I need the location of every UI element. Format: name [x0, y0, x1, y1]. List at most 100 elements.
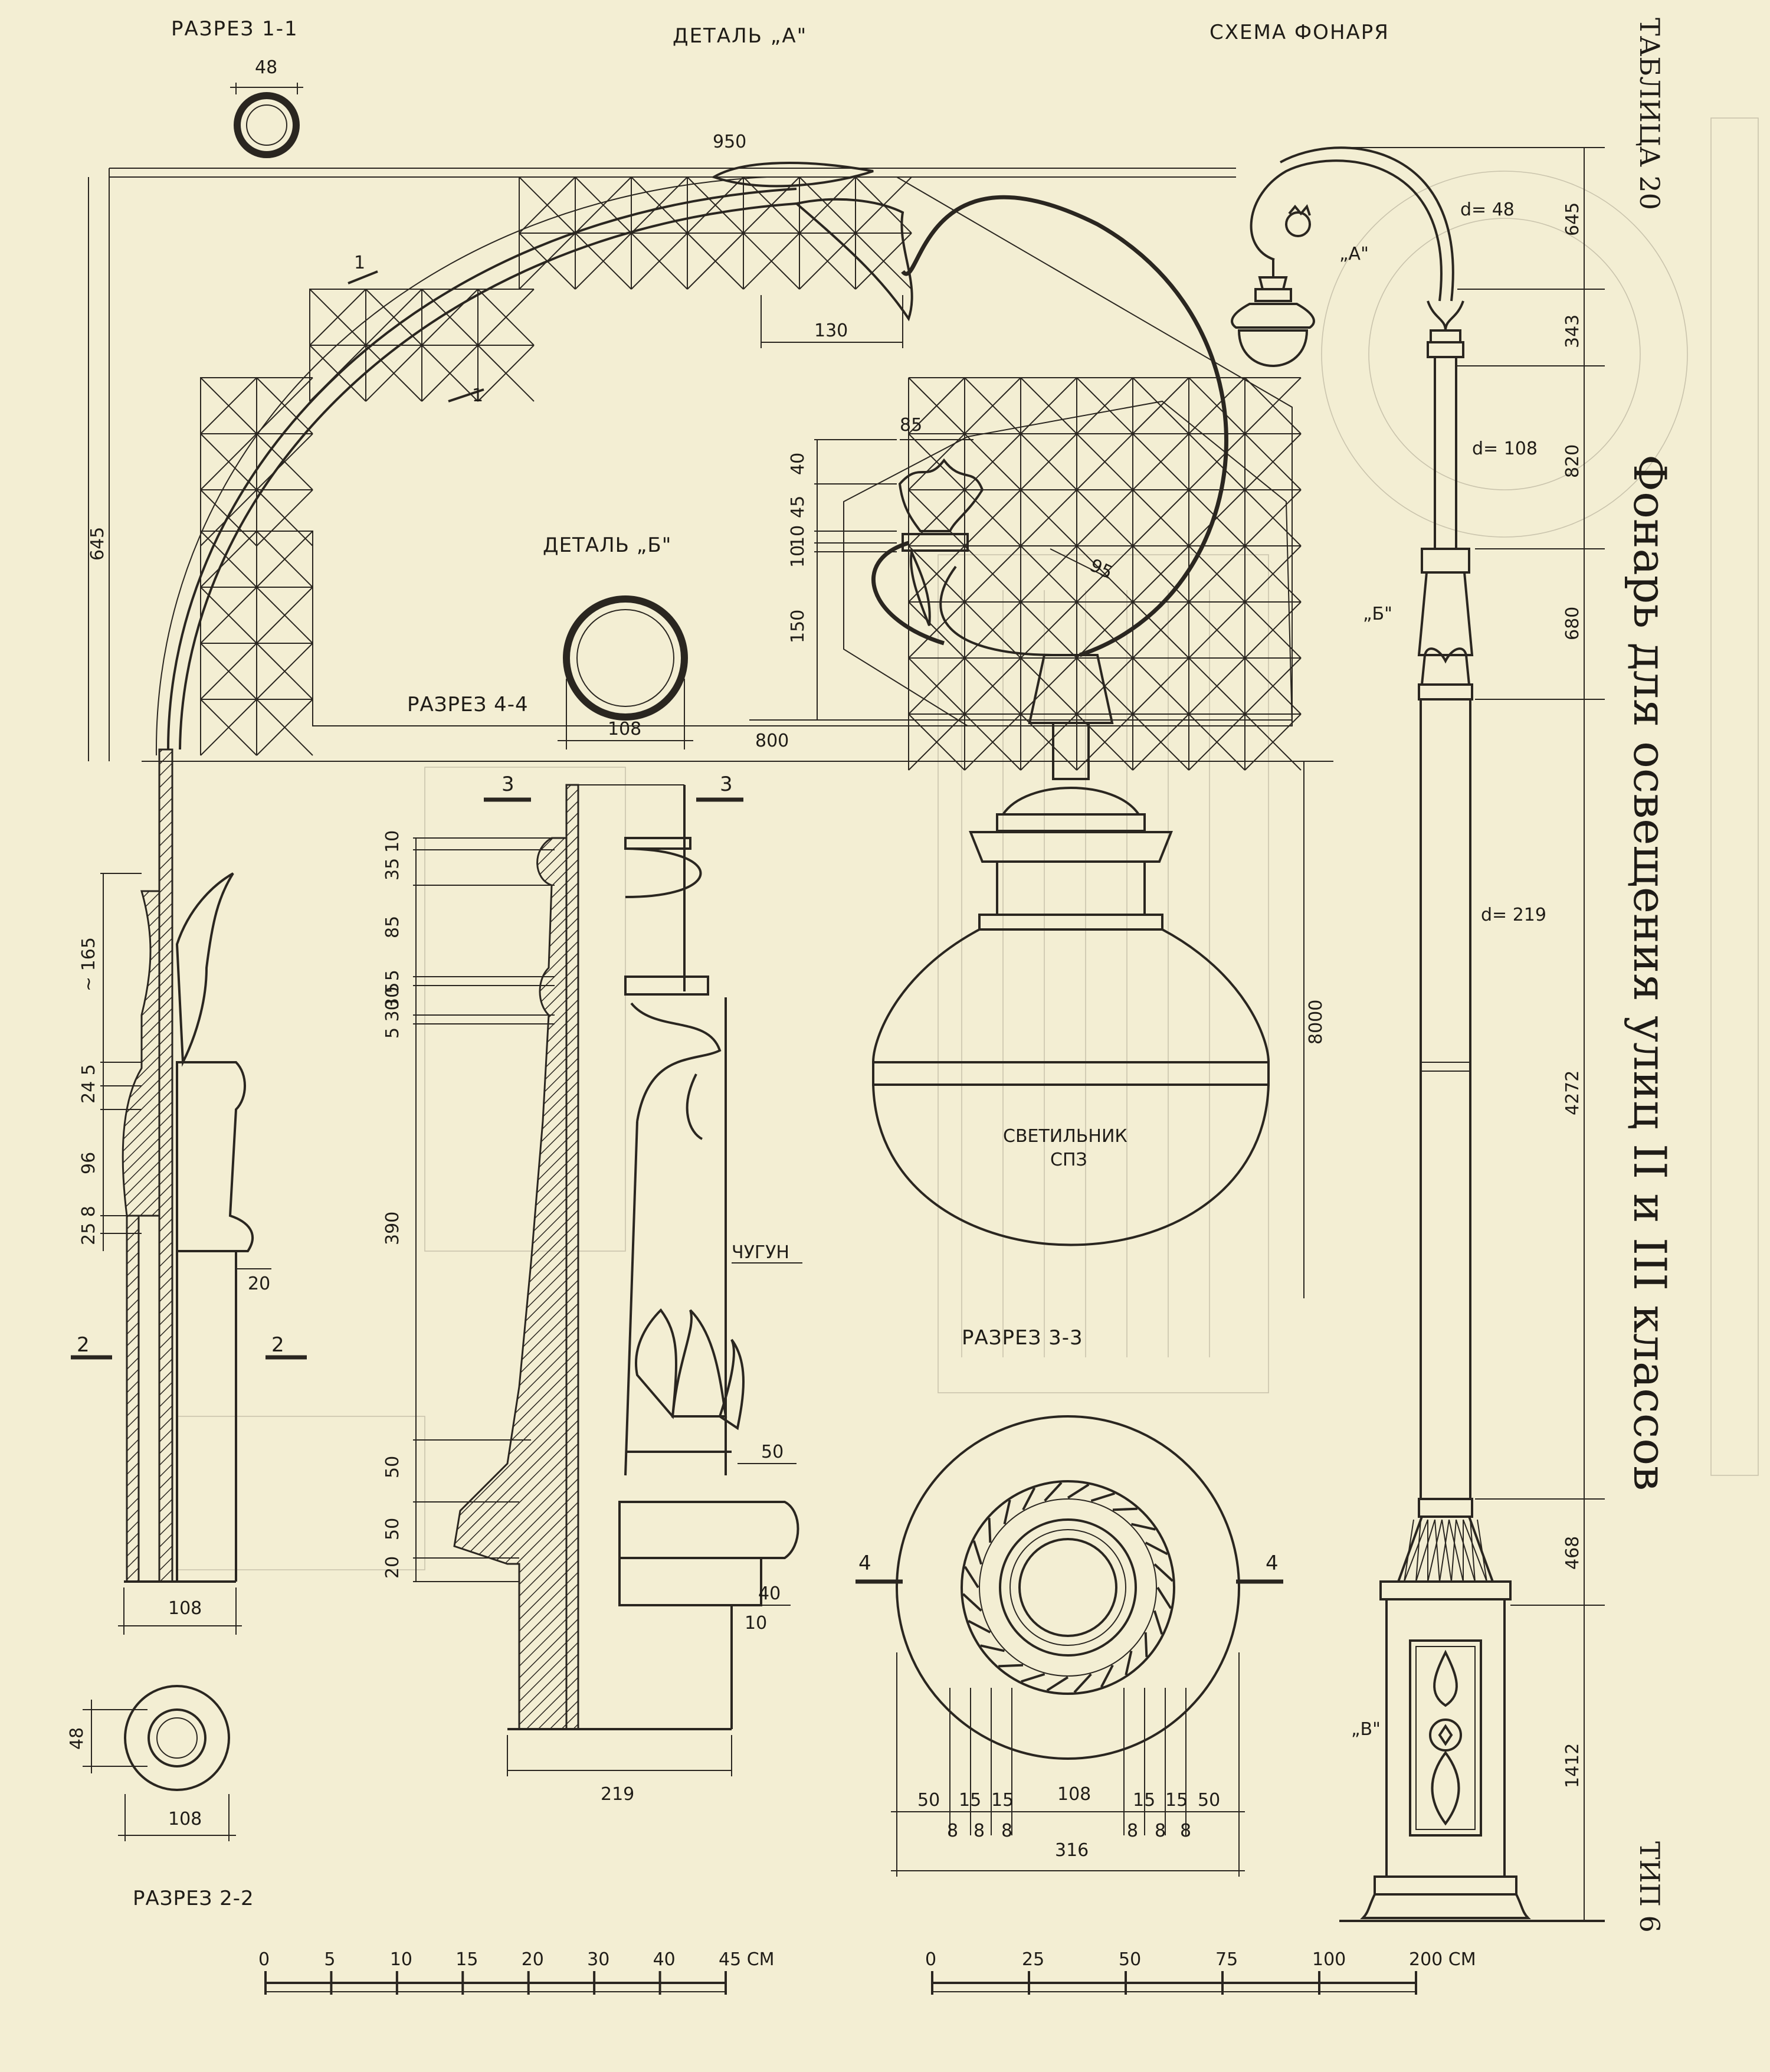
- grid-line: [256, 531, 313, 588]
- luminaire-label-2: СПЗ: [1050, 1150, 1087, 1170]
- dim-r-8a: 8: [947, 1821, 958, 1841]
- grid-line: [968, 1619, 991, 1634]
- table-label: ТАБЛИЦА 20: [1634, 18, 1666, 210]
- material-label: ЧУГУН: [732, 1242, 789, 1263]
- dim-8000: 8000: [1306, 1000, 1326, 1045]
- dim-left-20: 20: [248, 1274, 270, 1294]
- cut-mark-2-right: 2: [271, 1333, 285, 1357]
- grid-line: [1020, 545, 1077, 603]
- grid-line: [1073, 1673, 1092, 1694]
- grid-line: [1244, 657, 1302, 715]
- grid-line: [1076, 377, 1133, 434]
- grid-line: [1090, 1492, 1115, 1503]
- section-3-3-title: РАЗРЕЗ 3-3: [962, 1326, 1083, 1350]
- grid-line: [743, 233, 800, 290]
- dim-r-50a: 50: [917, 1790, 940, 1811]
- type-label: ТИП 6: [1634, 1841, 1666, 1933]
- grid-line: [256, 587, 313, 644]
- dim-tube-48: 48: [255, 57, 277, 78]
- grid-line: [365, 345, 422, 402]
- scale-tick-label: 40: [653, 1949, 676, 1970]
- grid-line: [1132, 545, 1189, 603]
- grid-line: [972, 1540, 983, 1565]
- cut-mark-1-top: 1: [354, 253, 365, 273]
- dim-s-680: 680: [1562, 607, 1583, 640]
- grid-line: [365, 289, 422, 346]
- grid-line: [964, 601, 1021, 659]
- detail-b-title: ДЕТАЛЬ „Б": [543, 533, 671, 557]
- grid-line: [1125, 1651, 1133, 1675]
- dim-w-219: 219: [601, 1784, 634, 1805]
- grid-line: [1067, 1483, 1090, 1499]
- scale-tick-label: 100: [1312, 1949, 1346, 1970]
- grid-line: [477, 289, 535, 346]
- grid-line: [256, 699, 313, 756]
- dim-r-8c: 8: [1001, 1821, 1012, 1841]
- scale-tick-label: 20: [522, 1949, 544, 1970]
- base-lattice: [1404, 1519, 1487, 1582]
- section-1-1-title: РАЗРЕЗ 1-1: [171, 17, 299, 41]
- dim-left-108: 108: [168, 1598, 202, 1619]
- dim-b-40: 40: [788, 453, 808, 475]
- scale-tick-label: 50: [1119, 1949, 1141, 1970]
- grid-line: [687, 176, 744, 234]
- grid-line: [1020, 433, 1077, 490]
- grid-line: [1112, 1507, 1138, 1511]
- grid-line: [963, 1566, 979, 1589]
- grid-line: [1463, 1519, 1487, 1582]
- dim-s-468: 468: [1562, 1536, 1583, 1570]
- section-2-2-drawing: 48 108: [67, 1685, 236, 1841]
- grid-line: [1448, 1519, 1464, 1582]
- dim-r-8f: 8: [1180, 1821, 1191, 1841]
- dim-r-316: 316: [1055, 1840, 1089, 1861]
- grid-line: [1153, 1610, 1163, 1635]
- grid-line: [1244, 601, 1302, 659]
- grid-line: [200, 377, 257, 434]
- dim-left-24-5: 24 5: [78, 1064, 99, 1104]
- grid-line: [1020, 601, 1077, 659]
- grid-line: [1451, 1519, 1457, 1582]
- grid-line: [1022, 1487, 1036, 1511]
- dim-s-d108: d= 108: [1472, 438, 1538, 459]
- dim-v-20: 20: [382, 1556, 403, 1579]
- grid-line: [1470, 1519, 1476, 1582]
- grid-line: [1020, 377, 1077, 434]
- grid-line: [1131, 1523, 1156, 1531]
- grid-line: [1132, 489, 1189, 546]
- dim-800: 800: [755, 731, 789, 751]
- grid-line: [687, 233, 744, 290]
- grid-line: [964, 657, 1021, 715]
- grid-line: [1132, 657, 1189, 715]
- grid-line: [1076, 601, 1133, 659]
- base-plan-drawing: 4 4 50 15 15 108 15 15 50 8 8 8 8 8 8 31…: [856, 1415, 1283, 1877]
- grid-line: [1020, 657, 1077, 715]
- cut-mark-4-right: 4: [1266, 1551, 1279, 1575]
- grid-line: [1132, 433, 1189, 490]
- grid-line: [964, 433, 1021, 490]
- bleed-through-marks: [176, 117, 1759, 1570]
- grid-line: [309, 289, 366, 346]
- scale-tick-label: 75: [1215, 1949, 1238, 1970]
- dim-b-10b: 10: [788, 545, 808, 568]
- grid-line: [1044, 1481, 1063, 1502]
- grid-line: [1477, 1519, 1487, 1582]
- base-section-drawing: 3 3: [382, 773, 802, 1805]
- cut-mark-2-left: 2: [77, 1333, 90, 1357]
- grid-line: [256, 377, 313, 434]
- dim-s-820: 820: [1562, 444, 1583, 478]
- grid-line: [1404, 1519, 1428, 1582]
- scale-tick-label: 0: [925, 1949, 936, 1970]
- grid-line: [575, 176, 632, 234]
- grid-line: [908, 489, 965, 546]
- grid-line: [1046, 1676, 1069, 1692]
- dim-v-30-5: 30 5: [382, 970, 403, 1009]
- scale-tick-label: 30: [587, 1949, 609, 1970]
- grid-line: [519, 176, 576, 234]
- dim-v-50b: 50: [382, 1518, 403, 1540]
- dim-4-4-108: 108: [608, 719, 641, 739]
- grid-line: [200, 531, 257, 588]
- dim-r-15b: 15: [991, 1790, 1014, 1811]
